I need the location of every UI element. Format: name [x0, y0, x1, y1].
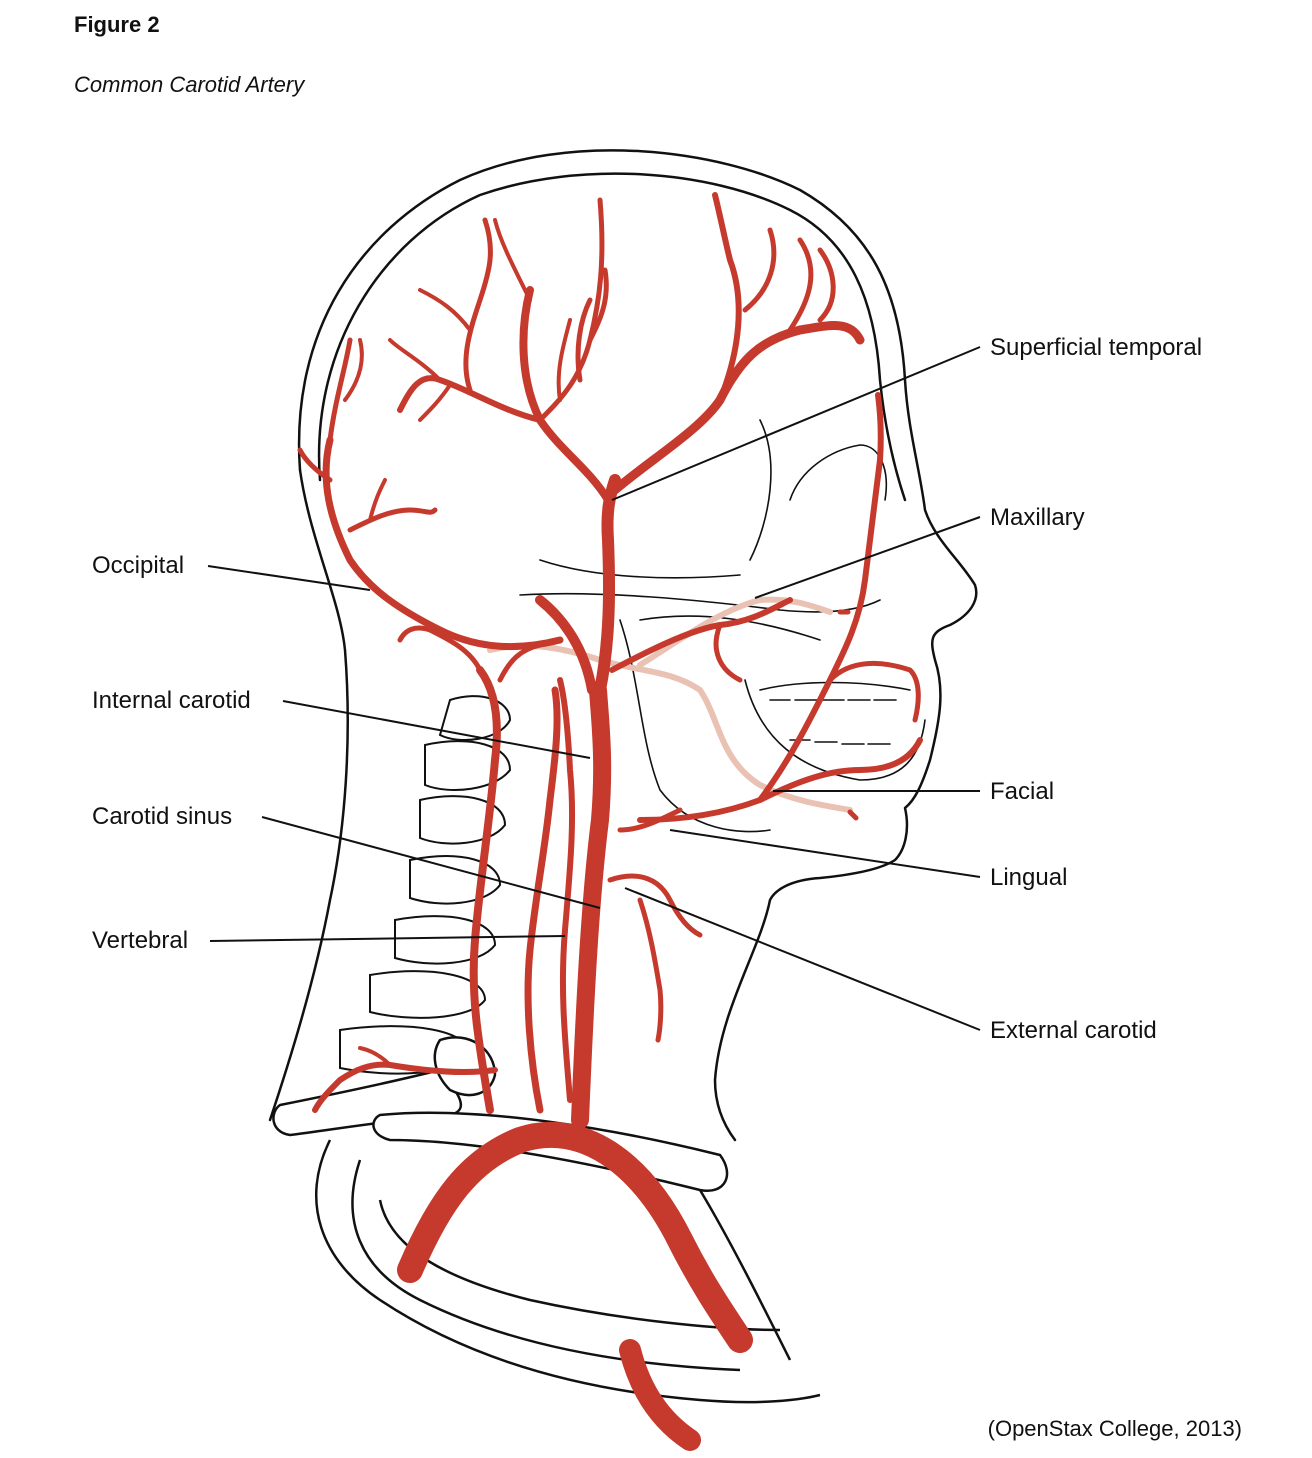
- arteries: [300, 195, 920, 1440]
- leader-occipital: [208, 566, 370, 590]
- leader-superficial-temporal: [612, 347, 980, 500]
- leader-lingual: [670, 830, 980, 877]
- label-vertebral: Vertebral: [92, 929, 188, 953]
- label-facial: Facial: [990, 780, 1054, 804]
- leader-vertebral: [210, 936, 565, 941]
- label-carotid-sinus: Carotid sinus: [92, 805, 232, 829]
- figure-credit: (OpenStax College, 2013): [988, 1416, 1242, 1442]
- leader-external-carotid: [625, 888, 980, 1030]
- label-superficial-temporal: Superficial temporal: [990, 336, 1202, 360]
- label-lingual: Lingual: [990, 866, 1067, 890]
- label-occipital: Occipital: [92, 554, 184, 578]
- label-maxillary: Maxillary: [990, 506, 1085, 530]
- label-external-carotid: External carotid: [990, 1019, 1157, 1043]
- deep-vessels: [490, 600, 850, 810]
- leader-maxillary: [755, 517, 980, 598]
- label-internal-carotid: Internal carotid: [92, 689, 251, 713]
